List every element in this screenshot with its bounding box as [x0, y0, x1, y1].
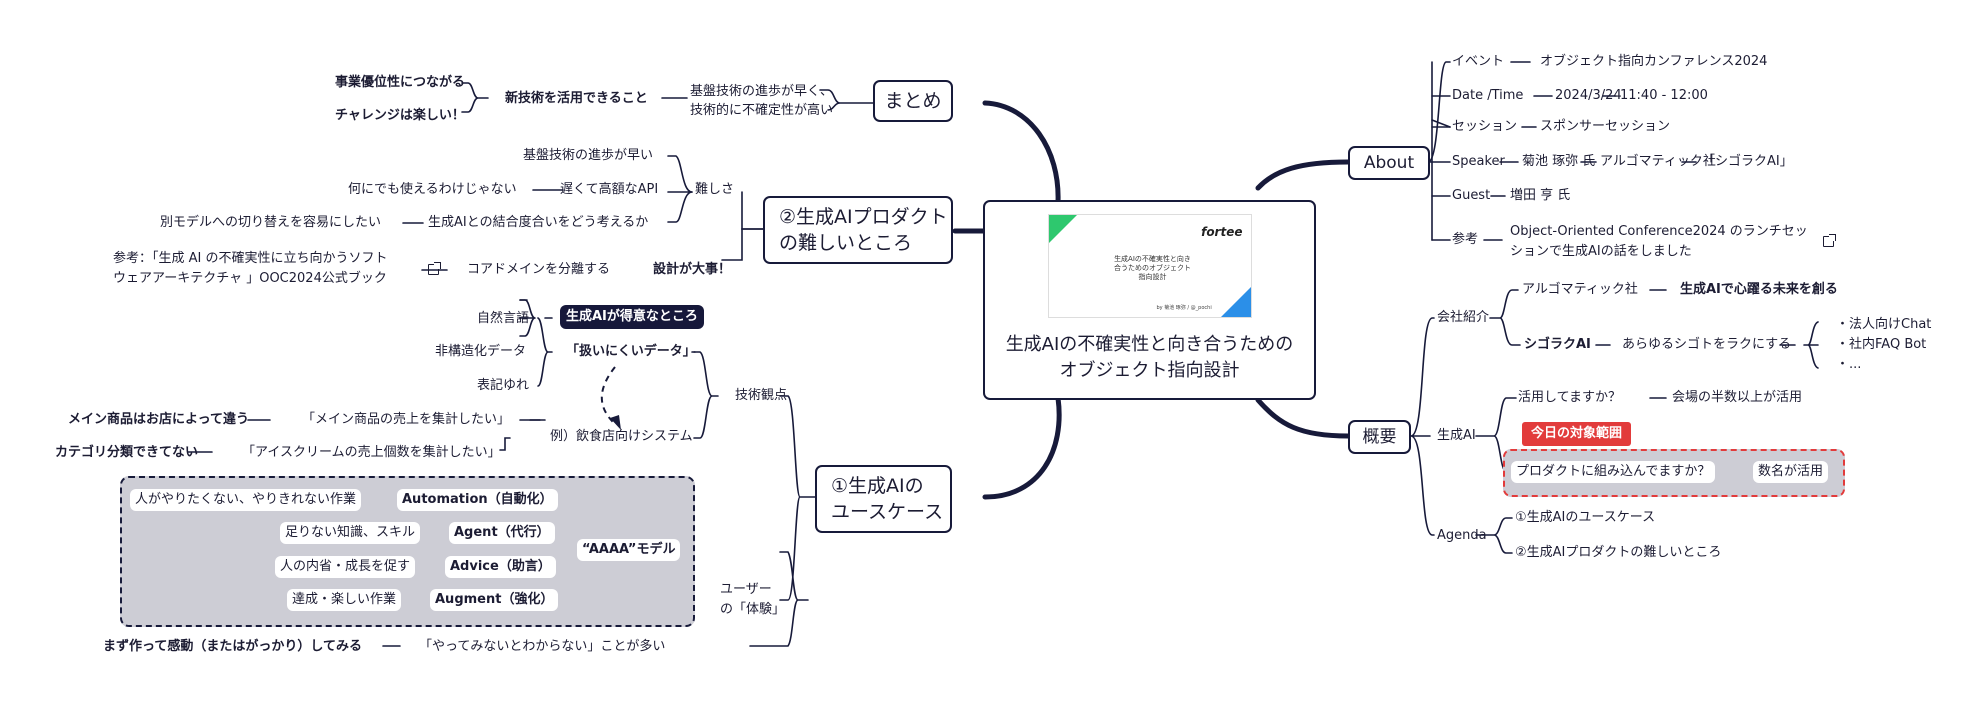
try-note: まず作って感動（またはがっかり）してみる [103, 639, 362, 654]
matome-point: 新技術を活用できること [505, 91, 648, 106]
center-title: 生成AIの不確実性と向き合うための オブジェクト指向設計 [1005, 334, 1294, 381]
agent-note: 足りない知識、スキル [280, 522, 421, 544]
unstructured-label: 非構造化データ [435, 344, 527, 359]
difficult-ref[interactable]: 参考：「生成 AI の不確実性に立ち向かうソフト ウェアアーキテクチャ 」OOC… [113, 251, 388, 286]
experience-label: ユーザー の「体験」 [720, 582, 786, 617]
good-tag: 生成AIが得意なところ [560, 305, 704, 329]
scope-tag: 今日の対象範囲 [1522, 422, 1632, 446]
overview-shigoraku: シゴラクAI [1524, 337, 1591, 352]
usecase-node[interactable]: ①生成AIの ユースケース [815, 465, 952, 533]
about-ref-value[interactable]: Object-Oriented Conference2024 のランチセッ ショ… [1510, 224, 1808, 259]
difficult-label: ②生成AIプロダクト の難しいところ [779, 206, 948, 254]
slide-logo: fortee [1201, 225, 1243, 239]
about-date-value: 2024/3/24 [1555, 88, 1622, 103]
automation-note: 人がやりたくない、やりきれない作業 [130, 489, 362, 511]
overview-agenda: Agenda [1437, 528, 1487, 543]
overview-feat1: ・法人向けChat [1836, 317, 1932, 332]
example-label: 例）飲食店向けシステム [550, 429, 693, 444]
center-node[interactable]: fortee 生成AIの不確実性と向き 合うためのオブジェクト 指向設計 by … [983, 200, 1316, 400]
automation-item[interactable]: Automation（自動化） [397, 489, 558, 511]
about-event-value: オブジェクト指向カンファレンス2024 [1540, 54, 1768, 69]
ex1-label: 「メイン商品の売上を集計したい」 [302, 412, 511, 427]
overview-q1: 活用してますか？ [1518, 390, 1621, 405]
about-guest-key: Guest [1452, 188, 1491, 203]
about-label: About [1363, 153, 1415, 173]
overview-algo: アルゴマティック社 [1522, 282, 1638, 297]
overview-a1: 会場の半数以上が活用 [1672, 390, 1803, 405]
overview-node[interactable]: 概要 [1348, 420, 1411, 454]
about-guest-value: 増田 亨 氏 [1510, 188, 1571, 203]
difficult-core: コアドメインを分離する [467, 262, 611, 277]
augment-item[interactable]: Augment（強化） [430, 589, 559, 611]
overview-algo-tag: 生成AIで心躍る未来を創る [1680, 282, 1838, 297]
usecase-tech: 技術観点 [735, 388, 788, 403]
overview-ag1: ①生成AIのユースケース [1515, 510, 1656, 525]
slide-title: 生成AIの不確実性と向き 合うためのオブジェクト 指向設計 [1114, 255, 1191, 281]
difficult-muzukashisa: 難しさ [695, 182, 735, 197]
hard-data: 「扱いにくいデータ」 [566, 344, 696, 359]
variation-label: 表記ゆれ [477, 378, 530, 393]
matome-sub1: 事業優位性につながる [335, 75, 466, 90]
matome-node[interactable]: まとめ [873, 80, 953, 122]
difficult-design: 設計が大事！ [653, 262, 732, 277]
external-link-icon[interactable] [1823, 234, 1836, 247]
difficult-r3: 生成AIとの結合度合いをどう考えるか [428, 215, 649, 230]
advice-note: 人の内省・成長を促す [275, 556, 416, 578]
try-label: 「やってみないとわからない」ことが多い [419, 639, 666, 654]
nl-label: 自然言語 [477, 311, 530, 326]
about-date-key: Date /Time [1452, 88, 1524, 103]
about-ref-key: 参考 [1452, 232, 1479, 247]
about-speaker-key: Speaker [1452, 154, 1505, 169]
ex2-note: カテゴリ分類できてない [55, 445, 199, 460]
difficult-node[interactable]: ②生成AIプロダクト の難しいところ [763, 196, 953, 264]
difficult-r2: 遅くて高額なAPI [560, 182, 659, 197]
overview-q2[interactable]: プロダクトに組み込んでますか？ [1511, 461, 1716, 483]
overview-shigoraku-desc: あらゆるシゴトをラクにする [1622, 337, 1792, 352]
agent-item[interactable]: Agent（代行） [449, 522, 555, 544]
overview-company: 会社紹介 [1437, 310, 1490, 325]
about-speaker-value: 菊池 琢弥 氏 [1522, 154, 1596, 169]
overview-ag2: ②生成AIプロダクトの難しいところ [1515, 545, 1722, 560]
augment-note: 達成・楽しい作業 [287, 589, 402, 611]
about-time-value: 11:40 - 12:00 [1620, 88, 1708, 103]
matome-desc: 基盤技術の進歩が早く、 技術的に不確定性が高い [690, 84, 834, 118]
about-team-value: 「シゴラクAI」 [1702, 154, 1793, 169]
slide-byline: by 菊池 琢弥 / @_pochi [1156, 305, 1212, 311]
overview-genai: 生成AI [1437, 428, 1476, 443]
matome-sub2: チャレンジは楽しい！ [335, 108, 465, 123]
overview-feat3: ・... [1836, 357, 1862, 372]
ex1-note: メイン商品はお店によって違う [68, 412, 249, 427]
difficult-r3-note: 別モデルへの切り替えを容易にしたい [160, 215, 382, 230]
difficult-r1: 基盤技術の進歩が早い [523, 148, 654, 163]
about-company-value: アルゴマティック社 [1600, 154, 1716, 169]
about-session-key: セッション [1452, 119, 1518, 134]
aaaa-model[interactable]: “AAAA”モデル [577, 539, 681, 561]
external-link-icon[interactable] [428, 262, 441, 275]
overview-label: 概要 [1362, 427, 1397, 447]
slide-thumbnail: fortee 生成AIの不確実性と向き 合うためのオブジェクト 指向設計 by … [1047, 214, 1252, 318]
overview-feat2: ・社内FAQ Bot [1836, 337, 1927, 352]
advice-item[interactable]: Advice（助言） [445, 556, 556, 578]
difficult-r2-note: 何にでも使えるわけじゃない [348, 182, 517, 197]
usecase-label: ①生成AIの ユースケース [831, 475, 944, 523]
matome-label: まとめ [884, 90, 942, 112]
ex2-label: 「アイスクリームの売上個数を集計したい」 [242, 445, 501, 460]
overview-a2[interactable]: 数名が活用 [1753, 461, 1829, 483]
about-node[interactable]: About [1348, 146, 1430, 180]
about-session-value: スポンサーセッション [1540, 119, 1671, 134]
about-event-key: イベント [1452, 54, 1505, 69]
